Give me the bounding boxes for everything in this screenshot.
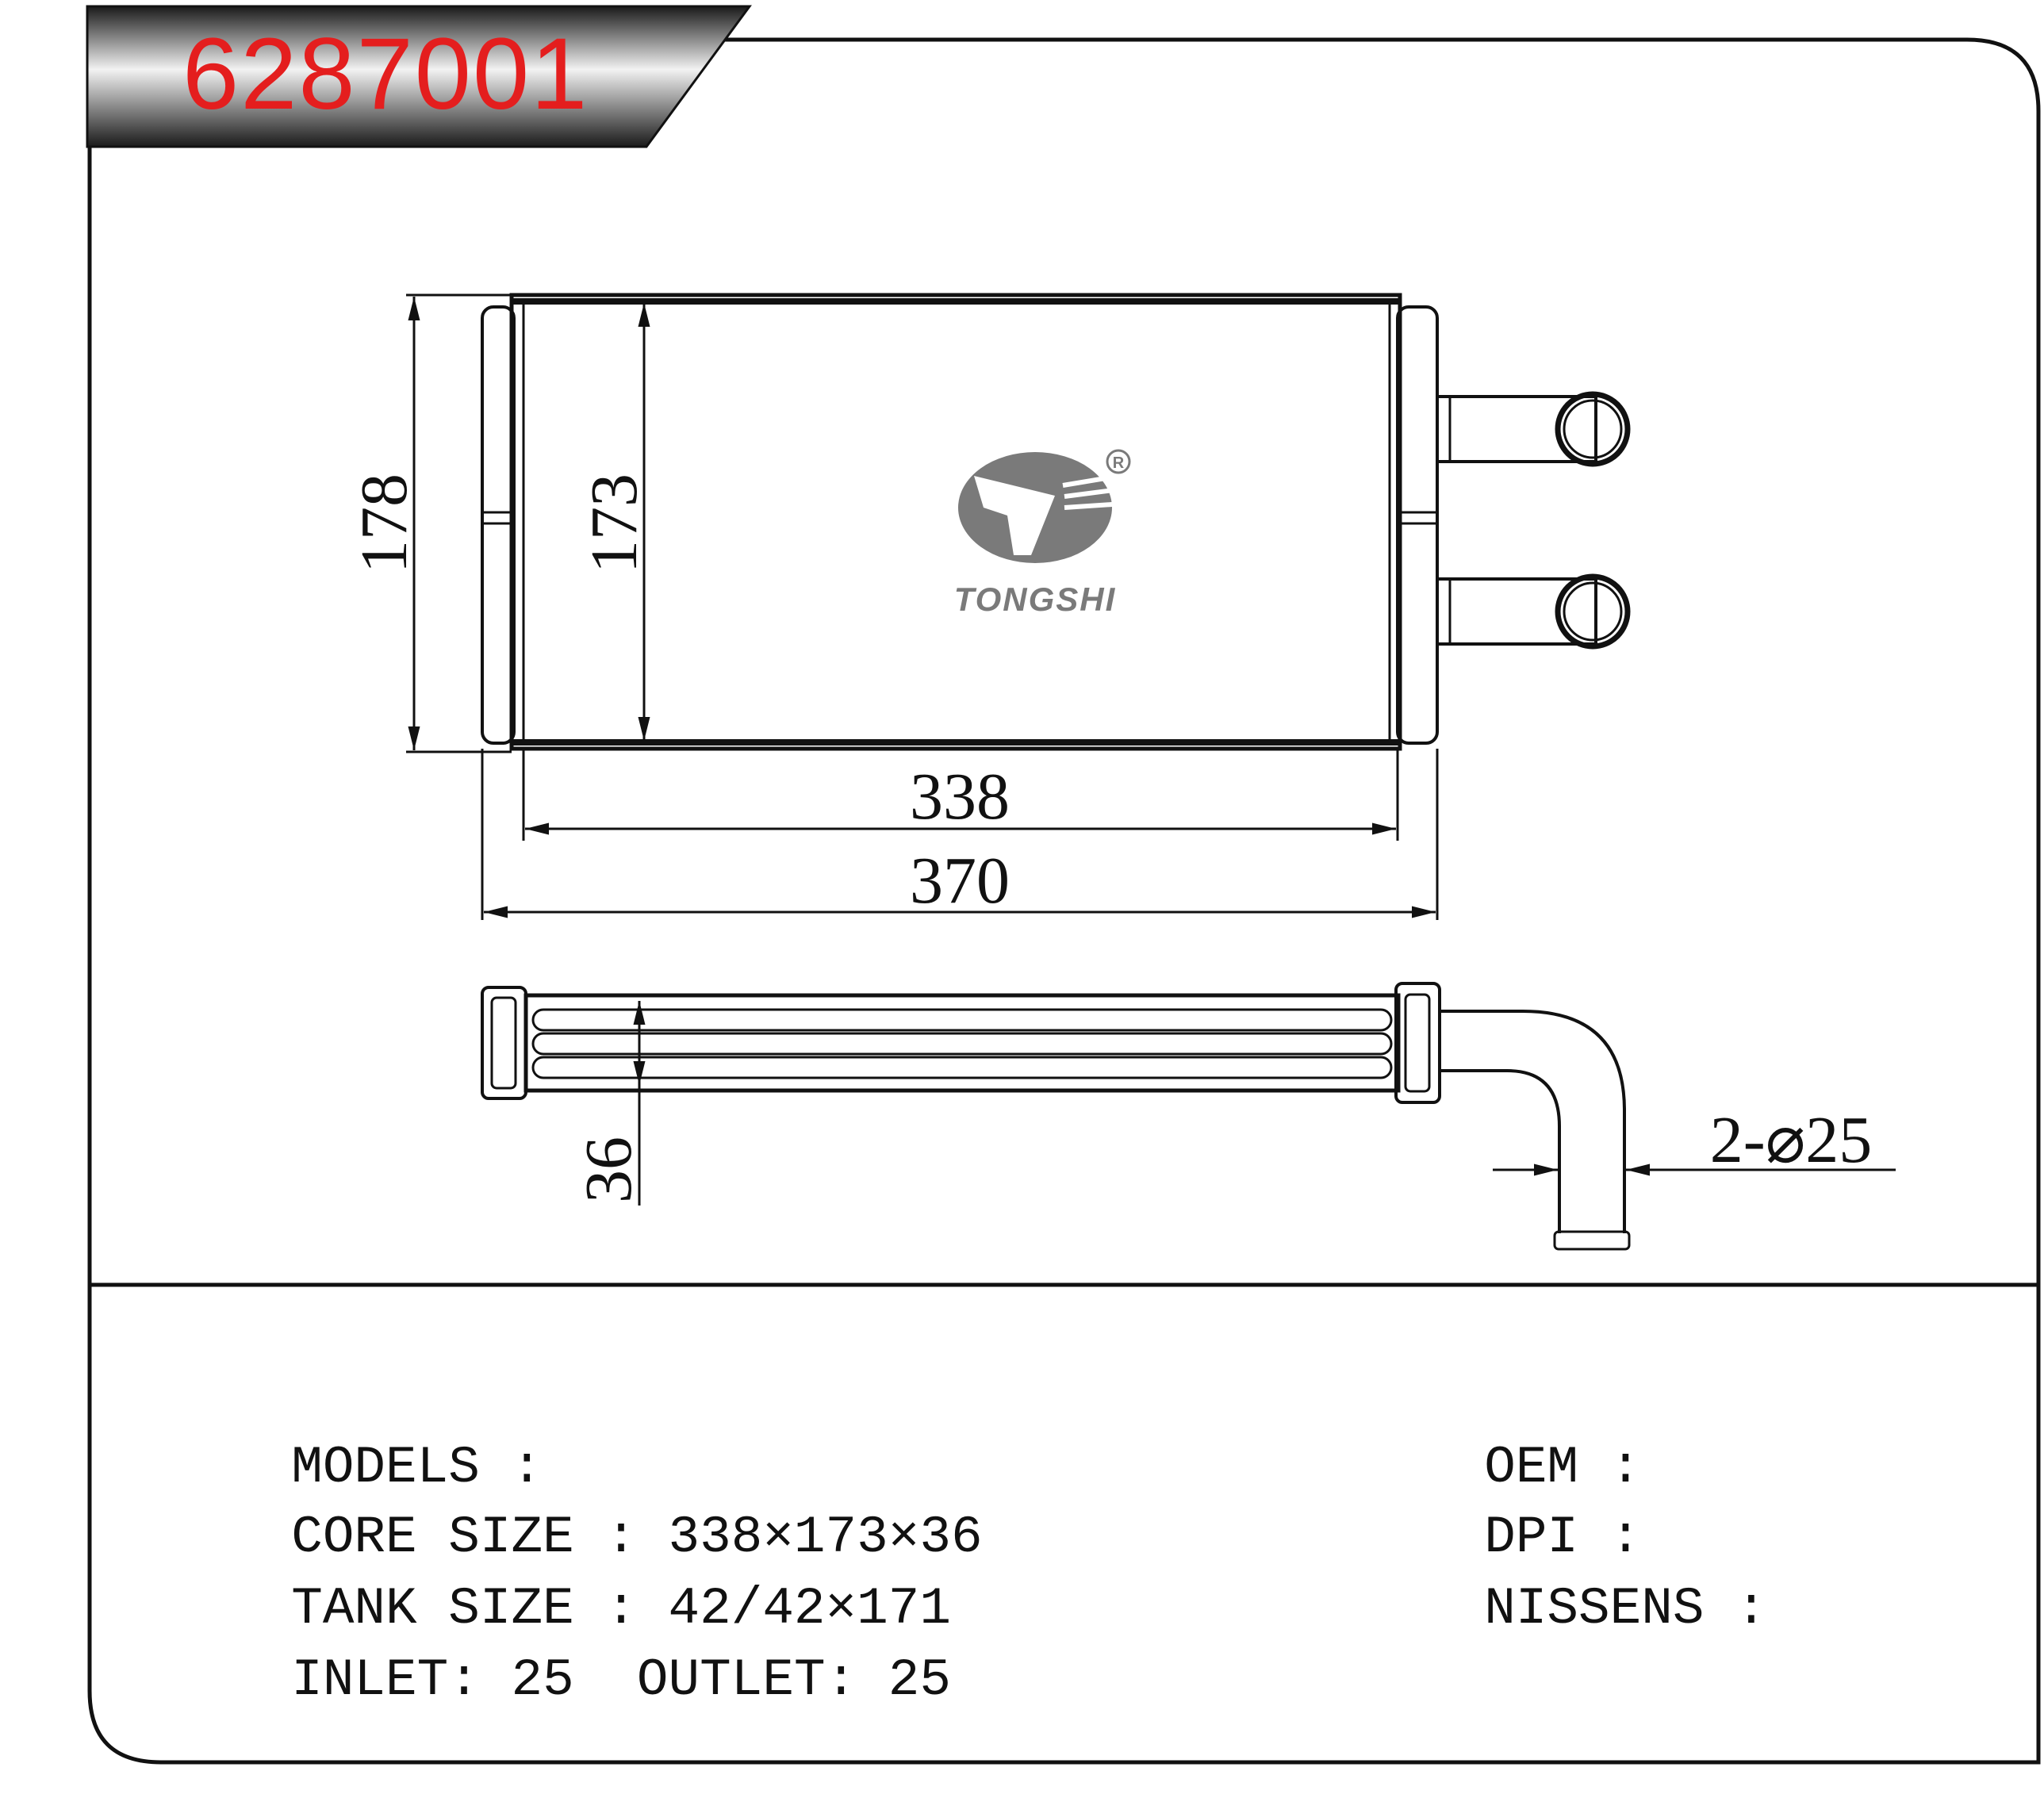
spec-models: MODELS : [228,1390,543,1494]
spec-oem: OEM : [1421,1390,1641,1494]
sheet-border [87,37,2041,1765]
dim-overall-width: 370 [910,844,1010,918]
front-view [481,293,1631,751]
tank-size-value: 42/42×171 [668,1579,951,1639]
inlet-value: 25 [511,1650,574,1710]
spec-tank-size: TANK SIZE : 42/42×171 [228,1531,951,1635]
dim-overall-height: 178 [347,473,421,573]
nissens-label: NISSENS : [1484,1579,1767,1639]
spec-inlet-outlet: INLET: 25 OUTLET: 25 [228,1602,951,1707]
tank-size-label: TANK SIZE : [291,1579,637,1639]
outlet-label: OUTLET: [636,1650,857,1710]
dimension-lines [406,293,1439,920]
side-dimension-lines [633,1001,1896,1206]
title-banner [86,5,752,148]
dim-pipes: 2-⌀25 [1710,1103,1873,1177]
dim-core-height: 173 [577,473,651,573]
part-number-title: 6287001 [182,17,589,131]
logo-brand-text: TONGSHI [954,581,1117,618]
core-size-value: 338×173×36 [668,1508,983,1567]
models-label: MODELS : [291,1438,543,1497]
spec-core-size: CORE SIZE : 338×173×36 [228,1459,983,1567]
inlet-label: INLET: [291,1650,480,1710]
oem-label: OEM : [1484,1438,1642,1497]
dim-depth: 36 [572,1137,646,1203]
dim-core-width: 338 [910,760,1010,834]
logo-registered-mark: R [1113,454,1125,472]
spec-nissens: NISSENS : [1421,1531,1766,1635]
outlet-value: 25 [888,1650,951,1710]
core-size-label: CORE SIZE : [291,1508,637,1567]
dpi-label: DPI : [1484,1508,1642,1567]
tongshi-logo-icon [958,449,1131,563]
side-view [481,982,1631,1251]
spec-dpi: DPI : [1421,1459,1641,1564]
